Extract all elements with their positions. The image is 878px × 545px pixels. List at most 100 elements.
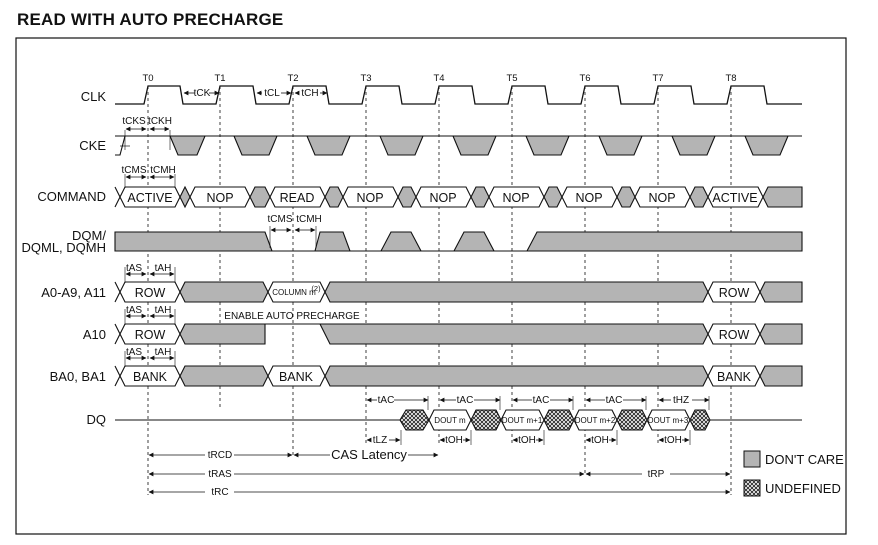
param-toh-1: tOH xyxy=(445,435,463,446)
ba-timing-params: tAS tAH xyxy=(124,347,176,367)
command-read: READ xyxy=(280,191,315,205)
ba-bank-t8: BANK xyxy=(717,370,752,384)
addr-column-note: (2) xyxy=(311,284,321,293)
ba-bus xyxy=(114,365,803,387)
clock-label-t6: T6 xyxy=(579,73,590,84)
param-tras: tRAS xyxy=(208,469,232,480)
clock-label-t0: T0 xyxy=(142,73,153,84)
param-tac-1: tAC xyxy=(378,395,395,406)
clock-label-t3: T3 xyxy=(360,73,371,84)
legend-dont-care-swatch xyxy=(743,450,761,468)
a10-labels: ROW ENABLE AUTO PRECHARGE ROW xyxy=(135,311,750,342)
clock-label-t5: T5 xyxy=(506,73,517,84)
param-trp: tRP xyxy=(648,469,665,480)
param-tcms: tCMS xyxy=(122,165,147,176)
param-tlz: tLZ xyxy=(373,435,387,446)
label-dqm-1: DQM/ xyxy=(72,228,106,243)
a10-row-t8: ROW xyxy=(719,328,750,342)
cke-timing-params: tCKS tCKH xyxy=(122,116,172,150)
addr-row: ROW xyxy=(135,286,166,300)
label-command: COMMAND xyxy=(37,189,106,204)
label-ba: BA0, BA1 xyxy=(50,369,106,384)
param-tcmh: tCMH xyxy=(150,165,176,176)
label-dq: DQ xyxy=(87,412,107,427)
param-tas-ba: tAS xyxy=(126,347,142,358)
label-cke: CKE xyxy=(79,138,106,153)
param-trcd: tRCD xyxy=(208,450,232,461)
param-tah-ba: tAH xyxy=(155,347,172,358)
dq-dout-m: DOUT m xyxy=(434,416,466,425)
label-dqm-2: DQML, DQMH xyxy=(22,240,107,255)
a10-row: ROW xyxy=(135,328,166,342)
param-tck: tCK xyxy=(194,88,211,99)
ba-labels: BANK BANK BANK xyxy=(133,370,752,384)
command-nop-4: NOP xyxy=(429,191,456,205)
dq-hold-params: tLZ tOH tOH tOH tOH xyxy=(366,430,691,446)
param-thz: tHZ xyxy=(673,395,689,406)
command-nop-5: NOP xyxy=(502,191,529,205)
addr-row-t8: ROW xyxy=(719,286,750,300)
command-timing-params: tCMS tCMH xyxy=(122,165,176,188)
clk-timing-params: tCK tCL tCH xyxy=(183,88,328,99)
ba-bank-t2: BANK xyxy=(279,370,314,384)
legend: DON'T CARE UNDEFINED xyxy=(743,450,844,497)
param-cas-latency: CAS Latency xyxy=(331,447,407,462)
addr-bus xyxy=(114,281,803,303)
param-tcms-dqm: tCMS xyxy=(268,214,293,225)
dq-dout-m3: DOUT m+3 xyxy=(648,416,689,425)
diagram-title: READ WITH AUTO PRECHARGE xyxy=(17,10,284,29)
clock-label-t1: T1 xyxy=(214,73,225,84)
param-tas-addr: tAS xyxy=(126,263,142,274)
clk-waveform xyxy=(115,85,802,105)
param-tac-4: tAC xyxy=(606,395,623,406)
a10-timing-params: tAS tAH xyxy=(124,305,176,325)
addr-timing-params: tAS tAH xyxy=(124,263,176,283)
legend-dont-care-label: DON'T CARE xyxy=(765,452,844,467)
a10-bus xyxy=(114,323,803,345)
param-tas-a10: tAS xyxy=(126,305,142,316)
dqm-waveform xyxy=(114,231,803,252)
param-trc: tRC xyxy=(211,487,228,498)
param-toh-2: tOH xyxy=(518,435,536,446)
dq-bus xyxy=(115,409,802,431)
param-tah-addr: tAH xyxy=(155,263,172,274)
command-bus xyxy=(114,185,803,209)
param-tac-3: tAC xyxy=(533,395,550,406)
label-addr: A0-A9, A11 xyxy=(41,285,106,300)
command-active-0: ACTIVE xyxy=(127,191,172,205)
legend-undefined-label: UNDEFINED xyxy=(765,481,841,496)
label-clk: CLK xyxy=(81,89,107,104)
dq-dout-m2: DOUT m+2 xyxy=(575,416,616,425)
command-active-8: ACTIVE xyxy=(712,191,757,205)
param-toh-3: tOH xyxy=(591,435,609,446)
dq-dout-m1: DOUT m+1 xyxy=(502,416,543,425)
cke-waveform xyxy=(115,135,802,156)
diagram-frame xyxy=(15,37,847,535)
clock-label-t8: T8 xyxy=(725,73,736,84)
dq-labels: DOUT m DOUT m+1 DOUT m+2 DOUT m+3 xyxy=(434,416,689,425)
param-tckh: tCKH xyxy=(148,116,172,127)
addr-column: COLUMN m xyxy=(272,288,316,297)
param-tah-a10: tAH xyxy=(155,305,172,316)
clock-label-t7: T7 xyxy=(652,73,663,84)
command-nop-6: NOP xyxy=(575,191,602,205)
signal-labels: CLK CKE COMMAND DQM/ DQML, DQMH A0-A9, A… xyxy=(22,89,107,427)
param-tcl: tCL xyxy=(264,88,280,99)
param-toh-4: tOH xyxy=(664,435,682,446)
clock-label-t4: T4 xyxy=(433,73,444,84)
param-tcmh-dqm: tCMH xyxy=(296,214,322,225)
addr-labels: ROW COLUMN m (2) ROW xyxy=(135,284,750,300)
param-tch: tCH xyxy=(301,88,318,99)
label-a10: A10 xyxy=(83,327,106,342)
param-tcks: tCKS xyxy=(122,116,146,127)
dq-access-params: tAC tAC tAC tAC tHZ xyxy=(366,395,710,410)
clock-label-t2: T2 xyxy=(287,73,298,84)
command-nop-7: NOP xyxy=(648,191,675,205)
command-nop-1: NOP xyxy=(206,191,233,205)
dqm-timing-params: tCMS tCMH xyxy=(268,214,322,248)
clock-edge-labels: T0 T1 T2 T3 T4 T5 T6 T7 T8 xyxy=(142,73,736,84)
command-nop-3: NOP xyxy=(356,191,383,205)
legend-undefined-swatch xyxy=(743,479,761,497)
ba-bank-t0: BANK xyxy=(133,370,168,384)
